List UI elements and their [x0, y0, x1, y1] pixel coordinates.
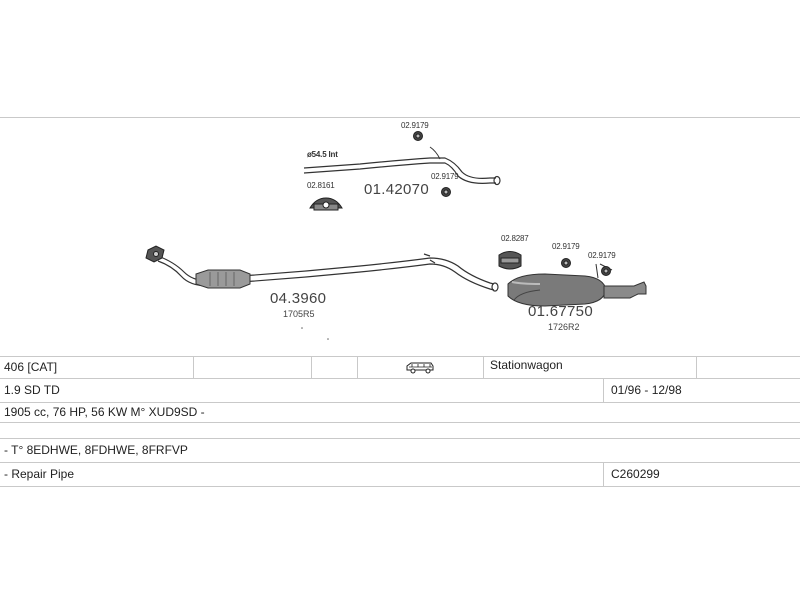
part-label-clamp: 02.9179: [401, 121, 429, 130]
clamp-icon: [561, 258, 611, 276]
body-type-cell: Stationwagon: [490, 358, 563, 372]
period-cell: 01/96 - 12/98: [611, 383, 682, 397]
mount-icon: [309, 197, 343, 211]
model-cell: 406 [CAT]: [4, 360, 58, 374]
engine-details-cell: 1905 cc, 76 HP, 56 KW M° XUD9SD -: [4, 405, 205, 419]
table-row: - Repair Pipe C260299: [0, 462, 800, 487]
part-label-clamp: 02.9179: [552, 242, 580, 251]
station-wagon-icon: [357, 356, 483, 378]
clamp-icon: [413, 131, 451, 197]
table-row: 1.9 SD TD 01/96 - 12/98: [0, 378, 800, 403]
part-ref-rear-muffler: 1726R2: [548, 322, 580, 332]
diameter-label: ø54.5 Int: [307, 150, 338, 159]
catalogue-code-cell: C260299: [611, 467, 660, 481]
engine-cell: 1.9 SD TD: [4, 383, 60, 397]
table-top-border: [0, 356, 800, 357]
rear-muffler-drawing: [507, 263, 647, 307]
part-ref-center-pipe: 1705R5: [283, 309, 315, 319]
type-codes-cell: - T° 8EDHWE, 8FDHWE, 8FRFVP: [4, 443, 188, 457]
front-pipe-drawing: [303, 157, 501, 186]
part-label-front-pipe: 01.42070: [364, 181, 429, 198]
table-row: 406 [CAT] Stationwagon: [0, 356, 800, 379]
top-divider: [0, 117, 800, 118]
table-row: 1905 cc, 76 HP, 56 KW M° XUD9SD -: [0, 402, 800, 423]
table-row: - T° 8EDHWE, 8FDHWE, 8FRFVP: [0, 438, 800, 463]
part-label-clamp: 02.9179: [431, 172, 459, 181]
part-label-clamp: 02.9179: [588, 251, 616, 260]
flange-icon: [145, 245, 165, 263]
part-label-rear-muffler: 01.67750: [528, 303, 593, 320]
catalyst-drawing: [195, 269, 251, 289]
table-row-empty: [0, 422, 800, 439]
part-label-center-pipe: 04.3960: [270, 290, 327, 307]
part-label-mount: 02.8161: [307, 181, 335, 190]
center-pipe-drawing: [157, 253, 499, 292]
part-label-mount: 02.8287: [501, 234, 529, 243]
mount-icon: [498, 251, 522, 270]
repair-label-cell: - Repair Pipe: [4, 467, 75, 481]
